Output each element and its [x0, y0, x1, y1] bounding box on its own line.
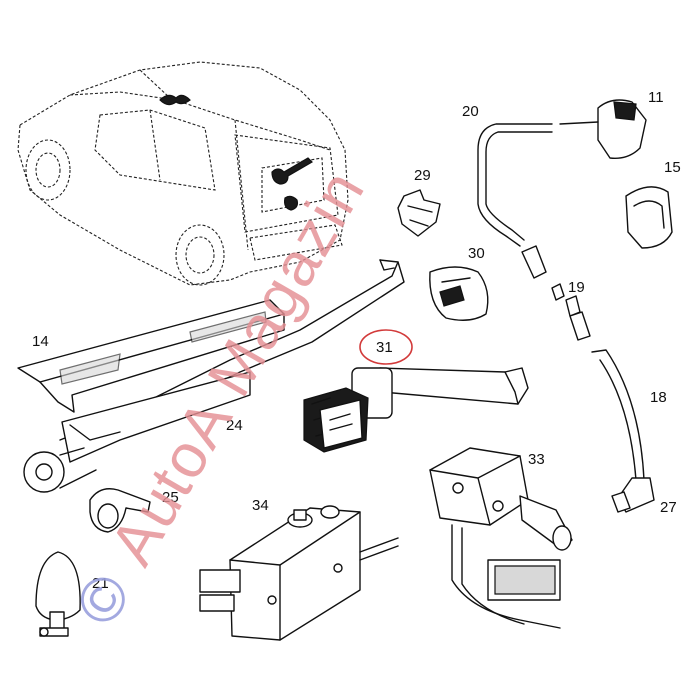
- callout-15: 15: [664, 159, 681, 176]
- part-20-hose: [477, 123, 553, 279]
- callout-25: 25: [162, 489, 179, 506]
- part-19-connector: [551, 283, 591, 341]
- callout-20: 20: [462, 103, 479, 120]
- car-illustration: [17, 61, 349, 286]
- callout-19: 19: [568, 279, 585, 296]
- highlight-circle-31: [359, 329, 413, 365]
- part-25-clip: [89, 488, 151, 533]
- part-34-actuator: [199, 505, 399, 641]
- callout-30: 30: [468, 245, 485, 262]
- part-27-elbow: [611, 477, 655, 513]
- part-31-connector-module: [303, 367, 529, 453]
- part-21-knob: [35, 551, 81, 637]
- part-14-wiper-blade: [17, 299, 285, 413]
- part-33-pump: [429, 447, 573, 629]
- part-29-hose-clip: [397, 189, 441, 237]
- callout-29: 29: [414, 167, 431, 184]
- callout-27: 27: [660, 499, 677, 516]
- callout-31: 31: [376, 339, 393, 356]
- part-30-clamp: [429, 266, 489, 321]
- callout-21: 21: [92, 575, 109, 592]
- callout-14: 14: [32, 333, 49, 350]
- part-15-cap: [625, 186, 673, 249]
- part-18-hose: [591, 349, 645, 481]
- callout-33: 33: [528, 451, 545, 468]
- part-24-wiper-arm: [23, 259, 405, 493]
- callout-24: 24: [226, 417, 243, 434]
- callout-18: 18: [650, 389, 667, 406]
- callout-11: 11: [648, 89, 664, 106]
- part-11-nozzle: [559, 99, 647, 159]
- callout-34: 34: [252, 497, 269, 514]
